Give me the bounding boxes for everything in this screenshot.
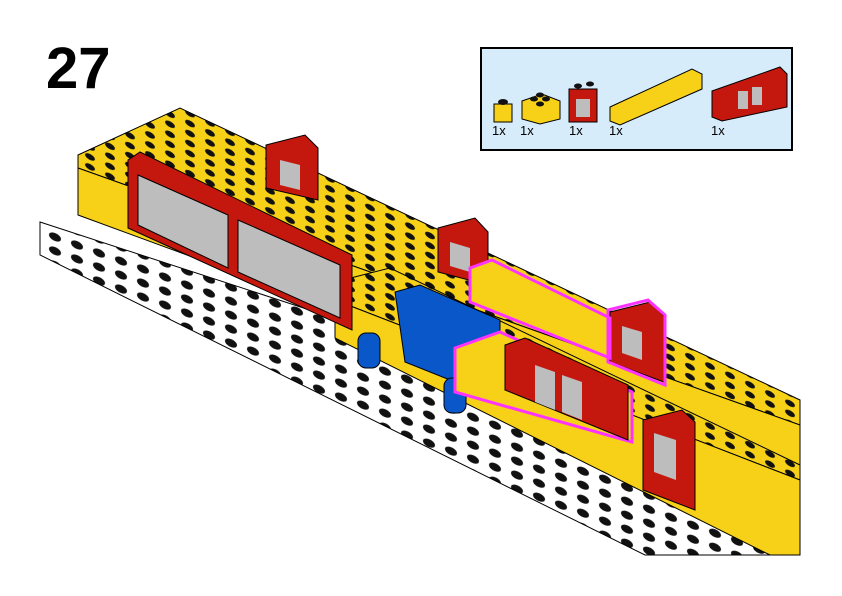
red-window-icon <box>568 81 598 123</box>
red-shutter-window-icon <box>711 66 788 122</box>
step-number: 27 <box>46 36 111 101</box>
blue-round-brick <box>357 332 381 369</box>
yellow-brick-1x8-icon <box>609 68 703 126</box>
part-quantity: 1x <box>609 123 623 138</box>
yellow-brick-1x1-icon <box>493 99 513 123</box>
part-quantity: 1x <box>520 123 534 138</box>
part-quantity: 1x <box>492 123 506 138</box>
large-red-windows <box>127 151 353 331</box>
parts-list-panel: 1x 1x 1x 1x 1x <box>480 47 793 151</box>
parts-icons <box>493 66 788 126</box>
part-quantity: 1x <box>711 123 725 138</box>
yellow-brick-2x2-icon <box>521 92 561 125</box>
highlighted-new-parts <box>453 258 667 444</box>
part-quantity: 1x <box>569 123 583 138</box>
